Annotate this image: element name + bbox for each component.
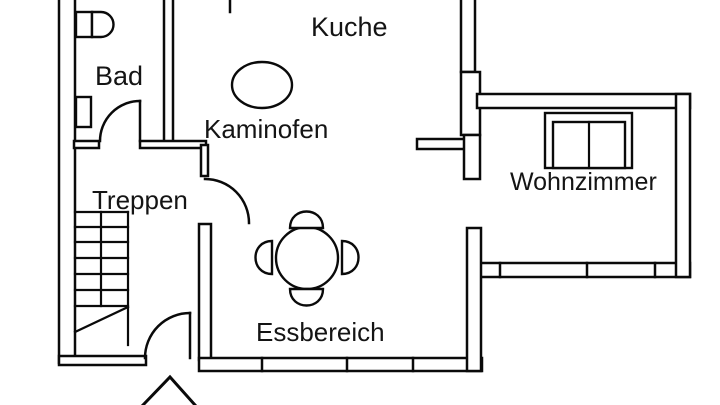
wall-wohnzimmer-top bbox=[475, 92, 692, 110]
wall-stub-vertical bbox=[462, 133, 482, 181]
dining-set bbox=[254, 210, 360, 307]
stairs bbox=[73, 210, 130, 347]
door-arc bbox=[143, 311, 192, 360]
door-arc bbox=[98, 99, 142, 143]
label-bad: Bad bbox=[95, 61, 143, 91]
chair-bottom-icon bbox=[288, 287, 325, 307]
chair-top-icon bbox=[288, 210, 325, 230]
chair-right-icon bbox=[340, 239, 360, 276]
wall-essbereich-left-lower bbox=[197, 222, 213, 362]
wall-bad-bottom-right bbox=[138, 139, 208, 150]
entrance-arrow-icon bbox=[140, 374, 198, 405]
wall-stub-horizontal bbox=[415, 137, 467, 151]
essbereich-bottom-window-dividers bbox=[260, 356, 415, 373]
dining-table-icon bbox=[274, 225, 340, 291]
bad-fixtures bbox=[74, 10, 115, 129]
essbereich-walls bbox=[197, 143, 484, 373]
label-treppen: Treppen bbox=[92, 185, 188, 215]
label-kuche: Kuche bbox=[311, 12, 388, 42]
toilet-bowl-icon bbox=[90, 10, 115, 39]
bad-door bbox=[98, 99, 142, 143]
hall-door-arc bbox=[203, 177, 251, 225]
wall-wohnzimmer-right bbox=[674, 92, 692, 279]
wall-essbereich-bottom bbox=[197, 356, 484, 373]
wall-bad-kuche bbox=[162, 0, 175, 149]
toilet-tank-icon bbox=[74, 10, 94, 39]
stairs-cut-line bbox=[73, 305, 130, 334]
sink-icon bbox=[74, 95, 93, 129]
label-kaminofen: Kaminofen bbox=[204, 114, 328, 144]
wall-essbereich-left-upper bbox=[199, 143, 210, 178]
left-outer-wall bbox=[57, 0, 77, 365]
wall-wohnzimmer-bottom bbox=[478, 261, 692, 279]
entrance-door bbox=[143, 311, 192, 360]
wall-entrance-left bbox=[57, 354, 148, 367]
wall-kuche-right-upper bbox=[459, 0, 477, 74]
wall-left bbox=[57, 0, 77, 365]
wall-essbereich-right bbox=[465, 226, 483, 373]
label-wohnzimmer: Wohnzimmer bbox=[510, 168, 657, 196]
wall-bad-bottom-left bbox=[72, 139, 101, 150]
wohnzimmer-walls bbox=[475, 92, 692, 279]
wohnzimmer-window bbox=[543, 111, 634, 170]
chair-left-icon bbox=[254, 239, 274, 276]
wohnzimmer-bottom-window-dividers bbox=[498, 261, 657, 279]
wood-stove-icon bbox=[230, 60, 294, 110]
kuche-right-wall bbox=[415, 0, 482, 181]
label-essbereich: Essbereich bbox=[256, 317, 385, 347]
